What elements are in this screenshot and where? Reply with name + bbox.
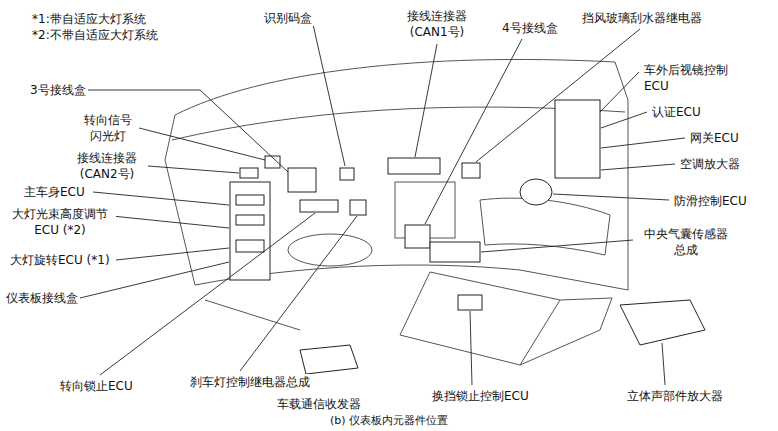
part-label: 接线连接器 (CAN2号): [68, 150, 146, 182]
leader-line: [481, 240, 633, 252]
leader-line: [553, 194, 669, 200]
part-label: 4号接线盒: [500, 20, 560, 36]
shift-lock-ecu: [458, 295, 482, 310]
part-label: 认证ECU: [650, 104, 703, 120]
main-body-ecu: [230, 182, 270, 280]
leader-line: [116, 248, 229, 260]
floor-line: [205, 300, 300, 330]
center-console: [400, 272, 560, 365]
part-label: 空调放大器: [678, 156, 742, 172]
ecu-slot: [236, 195, 264, 205]
ecu-slot: [236, 240, 264, 252]
part-label: 中央气囊传感器 总成: [636, 226, 736, 258]
junction-block-4: [405, 225, 430, 248]
leader-line: [139, 128, 265, 160]
leader-line: [93, 192, 229, 205]
wiper-relay: [462, 163, 480, 178]
part-label: 转向信号 闪光灯: [80, 112, 136, 144]
dashboard-right-edge: [615, 62, 628, 290]
can1-connector: [388, 158, 440, 174]
part-label: 识别码盒: [262, 10, 314, 26]
part-label: 转向锁止ECU: [58, 378, 135, 394]
part-label: 立体声部件放大器: [625, 388, 725, 404]
figure-caption: (b) 仪表板内元器件位置: [0, 413, 778, 428]
leader-line: [312, 20, 345, 166]
stereo-amplifier: [620, 300, 705, 345]
leader-line: [425, 39, 522, 224]
leader-line: [601, 164, 675, 170]
steering-lock-ecu: [300, 200, 338, 212]
leader-line: [415, 44, 437, 157]
leader-line: [662, 343, 665, 385]
part-label: 车外后视镜控制 ECU: [642, 62, 738, 94]
part-label: 大灯光束高度调节 ECU (*2): [4, 206, 116, 238]
junction-block-3: [288, 168, 316, 192]
leader-line: [112, 216, 229, 228]
footnote-text: *2:不带自适应大灯系统: [30, 27, 160, 43]
part-label: 刹车灯控制继电器总成: [188, 374, 312, 390]
dashboard-top-edge: [175, 59, 615, 115]
part-label: 防滑控制ECU: [672, 193, 749, 209]
id-code-box: [340, 168, 354, 180]
transceiver-box: [300, 345, 358, 374]
glovebox-outline: [480, 198, 610, 255]
ecu-slot: [236, 215, 264, 225]
part-label: 主车身ECU: [22, 184, 87, 200]
steering-column-opening: [288, 234, 372, 266]
part-label: 仪表板接线盒: [4, 290, 80, 306]
leader-line: [600, 72, 639, 112]
part-label: 接线连接器 (CAN1号): [398, 8, 476, 40]
part-label: 换挡锁止控制ECU: [430, 388, 531, 404]
part-label: 网关ECU: [688, 130, 741, 146]
skid-control-ecu: [520, 179, 552, 205]
ecu-cluster: [555, 100, 600, 178]
can2-connector: [240, 168, 258, 178]
rear-console: [520, 298, 612, 365]
part-label: 车载通信收发器: [275, 396, 363, 412]
stop-lamp-relay: [350, 200, 366, 215]
leader-line: [470, 311, 472, 385]
leader-line: [476, 29, 640, 162]
leader-line: [100, 213, 315, 375]
part-label: 大灯旋转ECU (*1): [8, 252, 112, 268]
leader-line: [601, 138, 685, 148]
leader-line: [601, 112, 647, 128]
airbag-sensor: [430, 242, 480, 262]
footnote-text: *1:带自适应大灯系统: [30, 11, 148, 27]
leader-line: [240, 216, 357, 371]
part-label: 挡风玻璃刮水器继电器: [580, 10, 704, 26]
leader-line: [148, 166, 239, 173]
part-label: 3号接线盒: [28, 82, 88, 98]
